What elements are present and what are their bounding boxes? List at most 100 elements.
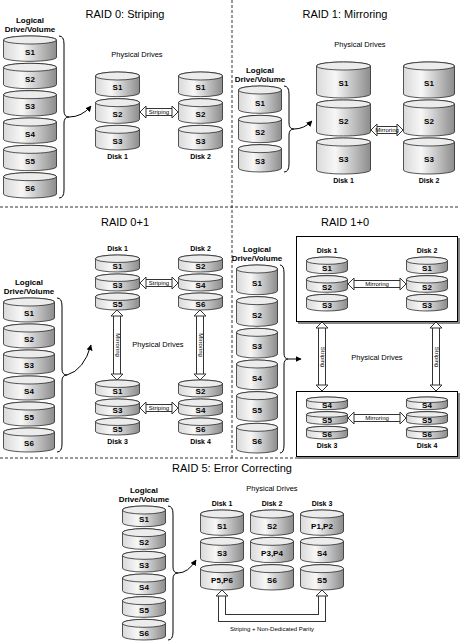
disk-segment-top <box>237 423 278 431</box>
disk-cylinder: Disk 1S1S3P5,P6 <box>200 510 244 590</box>
group-label: Physical Drives <box>280 40 440 49</box>
disk-segment-top <box>317 62 371 70</box>
logical-volume-cylinder: Logical Drive/VolumeS1S2S3 <box>238 86 282 172</box>
arrow-band-outline <box>146 279 172 287</box>
edge-label: Mirroring <box>197 333 204 357</box>
disk-segment <box>407 257 448 274</box>
disk-cylinder: S1S2S3Disk 1 <box>95 72 140 150</box>
segment-label: S3 <box>122 561 166 571</box>
disk-segment-top <box>123 619 166 627</box>
segment-label: S6 <box>3 439 55 449</box>
disk-label: Disk 4 <box>168 437 233 446</box>
disk-segment <box>307 276 348 293</box>
disk-label: Disk 2 <box>240 499 304 508</box>
segment-label: S4 <box>3 130 57 140</box>
disk-segment-top <box>4 376 55 384</box>
disk-segment <box>301 510 344 535</box>
segment-label: S4 <box>236 374 278 384</box>
segment-label: S4 <box>178 281 223 291</box>
disk-segment <box>251 537 294 562</box>
edge-label: Mirroring <box>365 281 389 288</box>
segment-label: S2 <box>178 110 223 120</box>
disk-segment-top <box>407 257 448 264</box>
segment-label: S1 <box>238 99 282 109</box>
segment-label: S3 <box>236 342 278 352</box>
arrow-band-fill <box>146 280 172 286</box>
mapping-arrow <box>67 345 91 375</box>
arrow-head <box>400 278 406 290</box>
segment-label: S2 <box>95 110 140 120</box>
segment-label: S1 <box>236 279 278 289</box>
segment-label: S2 <box>178 387 223 397</box>
connector-arrow <box>140 402 178 414</box>
segment-label: S2 <box>122 538 166 548</box>
segment-label: S1 <box>3 309 55 319</box>
edge-label: Striping <box>149 109 169 116</box>
connector-arrow <box>316 322 328 391</box>
disk-label: Disk 1 <box>85 244 150 253</box>
arrow-head <box>194 310 206 316</box>
arrow-band-outline <box>196 316 204 374</box>
disk-label: Disk 2 <box>168 152 233 161</box>
disk-segment-top <box>301 537 344 545</box>
disk-segment <box>96 293 140 310</box>
segment-label: S6 <box>3 184 57 194</box>
disk-cylinder: Disk 2S2P3,P4S6 <box>250 510 294 590</box>
disk-segment-top <box>201 565 244 573</box>
disk-segment-top <box>123 529 166 537</box>
segment-label: S5 <box>236 406 278 416</box>
disk-segment <box>96 99 140 124</box>
disk-label: Disk 4 <box>396 441 458 450</box>
segment-label: S4 <box>306 401 348 411</box>
disk-segment-top <box>96 72 140 80</box>
disk-segment-top <box>251 565 294 573</box>
panel-title: RAID 1+0 <box>265 216 425 228</box>
disk-segment <box>179 274 223 291</box>
segment-label: P1,P2 <box>300 522 344 532</box>
cylinder-outline <box>236 265 278 453</box>
arrow-head <box>400 412 406 424</box>
disk-segment <box>301 565 344 590</box>
segment-label: S1 <box>403 79 455 89</box>
logical-volume-cylinder: Logical Drive/VolumeS1S2S3S4S5S6 <box>3 298 55 452</box>
disk-segment <box>4 63 57 88</box>
disk-cylinder: S4S5S6Disk 3 <box>306 397 348 439</box>
segment-label: S1 <box>3 48 57 58</box>
segment-label: S4 <box>300 549 344 559</box>
disk-cylinder: Disk 1S1S3S5 <box>95 255 140 310</box>
disk-segment-top <box>123 551 166 559</box>
segment-label: S5 <box>300 576 344 586</box>
connector-arrow <box>348 412 406 424</box>
segment-label: S3 <box>178 137 223 147</box>
volume-label: Logical Drive/Volume <box>230 66 290 84</box>
disk-segment-top <box>4 118 57 126</box>
panel-divider <box>0 207 460 208</box>
disk-segment-top <box>239 145 282 153</box>
disk-label: Disk 3 <box>296 441 358 450</box>
arrow-head <box>194 374 206 380</box>
segment-label: S3 <box>306 301 348 311</box>
arrow-band-fill <box>114 316 120 374</box>
disk-segment-top <box>96 125 140 133</box>
disk-segment-top <box>251 510 294 518</box>
disk-cylinder: S4S5S6Disk 4 <box>406 397 448 439</box>
mapping-arrow <box>294 121 312 129</box>
disk-segment-top <box>307 257 348 264</box>
segment-label: S3 <box>95 137 140 147</box>
segment-label: S1 <box>406 264 448 274</box>
disk-segment-top <box>237 297 278 305</box>
segment-label: S1 <box>95 387 140 397</box>
segment-label: S1 <box>178 83 223 93</box>
disk-segment-top <box>4 91 57 99</box>
disk-segment <box>407 276 448 293</box>
disk-cylinder: S1S3S5Disk 3 <box>95 380 140 435</box>
cylinder-outline <box>3 36 57 198</box>
disk-segment <box>4 298 55 322</box>
arrow-band-fill <box>222 596 322 618</box>
segment-label: S1 <box>95 262 140 272</box>
disk-segment-top <box>179 380 223 387</box>
disk-label: Disk 2 <box>396 246 458 255</box>
segment-label: S2 <box>3 75 57 85</box>
segment-label: S5 <box>95 425 140 435</box>
